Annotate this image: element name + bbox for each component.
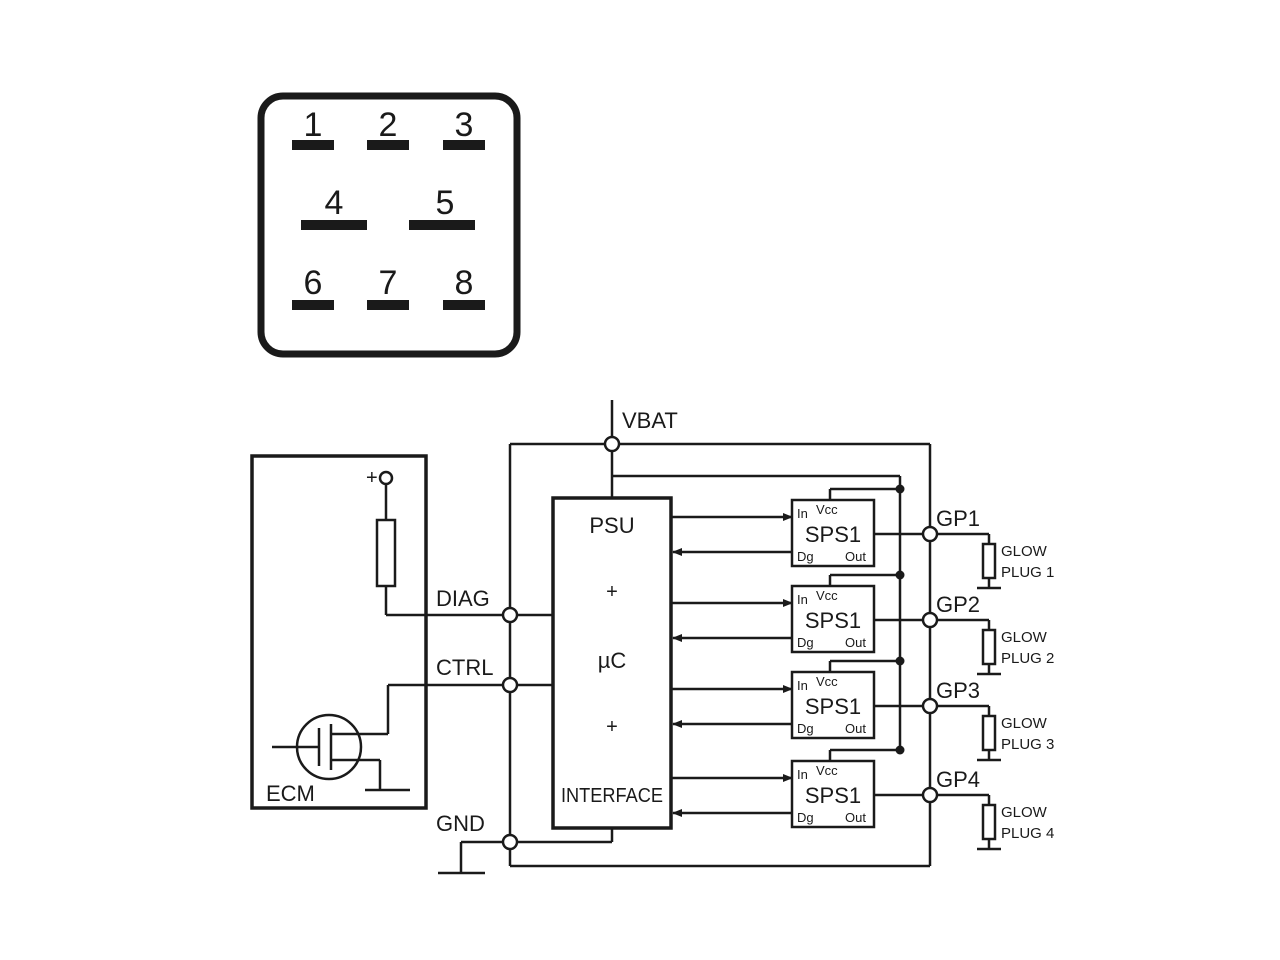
pin-label-2: 2 [379,106,398,144]
ctrl-label: CTRL [436,655,493,680]
sps-in-label-3: In [797,678,808,693]
glow-plug-resistor-3 [981,714,997,752]
sps-dg-label-2: Dg [797,635,814,650]
pin-3-contact [443,140,485,150]
gp-label-2: GP2 [936,592,980,617]
glow-plug-label-1-line2: PLUG 1 [1001,564,1054,581]
gp-node-3 [921,697,939,715]
ctrl-node [501,676,519,694]
controller-block: PSU + µC + INTERFACE [551,496,673,830]
gnd-node [501,833,519,851]
connector-pinout: 1 2 3 4 5 6 7 8 [257,92,521,358]
pin-label-1: 1 [304,106,323,144]
glow-plug-label-2-line2: PLUG 2 [1001,650,1054,667]
ecm-label: ECM [266,781,315,806]
sps-out-label-2: Out [845,635,866,650]
controller-housing [551,496,673,830]
pin-label-3: 3 [455,106,474,144]
sps-name-4: SPS1 [805,783,861,808]
sps-dg-label-3: Dg [797,721,814,736]
glow-plug-label-1-line1: GLOW [1001,543,1048,560]
pin-label-7: 7 [379,264,398,302]
gp-node-4 [921,786,939,804]
glow-plug-label-4-line1: GLOW [1001,804,1048,821]
ecm-supply-plus: + [366,467,378,489]
vcc-junction-3 [895,656,905,666]
gp-label-3: GP3 [936,678,980,703]
uc-label: µC [598,648,627,673]
ecm-housing [250,454,428,810]
sps-name-3: SPS1 [805,694,861,719]
connector-housing [257,92,521,358]
gnd-label: GND [436,811,485,836]
sps-vcc-label-4: Vcc [816,763,838,778]
gp-label-1: GP1 [936,506,980,531]
sps-in-label-4: In [797,767,808,782]
glow-plug-label-4-line2: PLUG 4 [1001,825,1054,842]
glow-plug-label-2-line1: GLOW [1001,629,1048,646]
sps-dg-label-1: Dg [797,549,814,564]
pin-1-contact [292,140,334,150]
vcc-junction-4 [895,745,905,755]
sps-name-2: SPS1 [805,608,861,633]
glow-plug-label-3-line2: PLUG 3 [1001,736,1054,753]
pin-6-contact [292,300,334,310]
ecm-supply-terminal [378,470,394,486]
sps-vcc-label-1: Vcc [816,502,838,517]
vcc-junction-1 [895,484,905,494]
diag-node [501,606,519,624]
pin-7-contact [367,300,409,310]
glow-plug-resistor-4 [981,803,997,841]
gp-label-4: GP4 [936,767,980,792]
sps-in-label-2: In [797,592,808,607]
pin-label-6: 6 [304,264,323,302]
sps-dg-label-4: Dg [797,810,814,825]
glow-plug-label-3-line1: GLOW [1001,715,1048,732]
vcc-junction-2 [895,570,905,580]
sps-vcc-label-3: Vcc [816,674,838,689]
sps-out-label-3: Out [845,721,866,736]
sps-in-label-1: In [797,506,808,521]
vbat-label: VBAT [622,408,678,433]
psu-label: PSU [589,513,634,538]
sps-out-label-1: Out [845,549,866,564]
controller-plus-1: + [606,581,618,603]
pin-5-contact [409,220,475,230]
controller-plus-2: + [606,716,618,738]
gp-node-1 [921,525,939,543]
pin-label-8: 8 [455,264,474,302]
gp-node-2 [921,611,939,629]
pullup-resistor [375,518,397,588]
pin-label-5: 5 [436,184,455,222]
interface-label: INTERFACE [561,785,663,807]
ecm-block: + ECM [250,454,510,810]
glow-plug-resistor-2 [981,628,997,666]
glow-plug-resistor-1 [981,542,997,580]
sps-out-label-4: Out [845,810,866,825]
diag-label: DIAG [436,586,490,611]
sps-name-1: SPS1 [805,522,861,547]
pin-8-contact [443,300,485,310]
pin-label-4: 4 [325,184,344,222]
pin-4-contact [301,220,367,230]
sps-vcc-label-2: Vcc [816,588,838,603]
vbat-node [603,435,621,453]
pin-2-contact [367,140,409,150]
